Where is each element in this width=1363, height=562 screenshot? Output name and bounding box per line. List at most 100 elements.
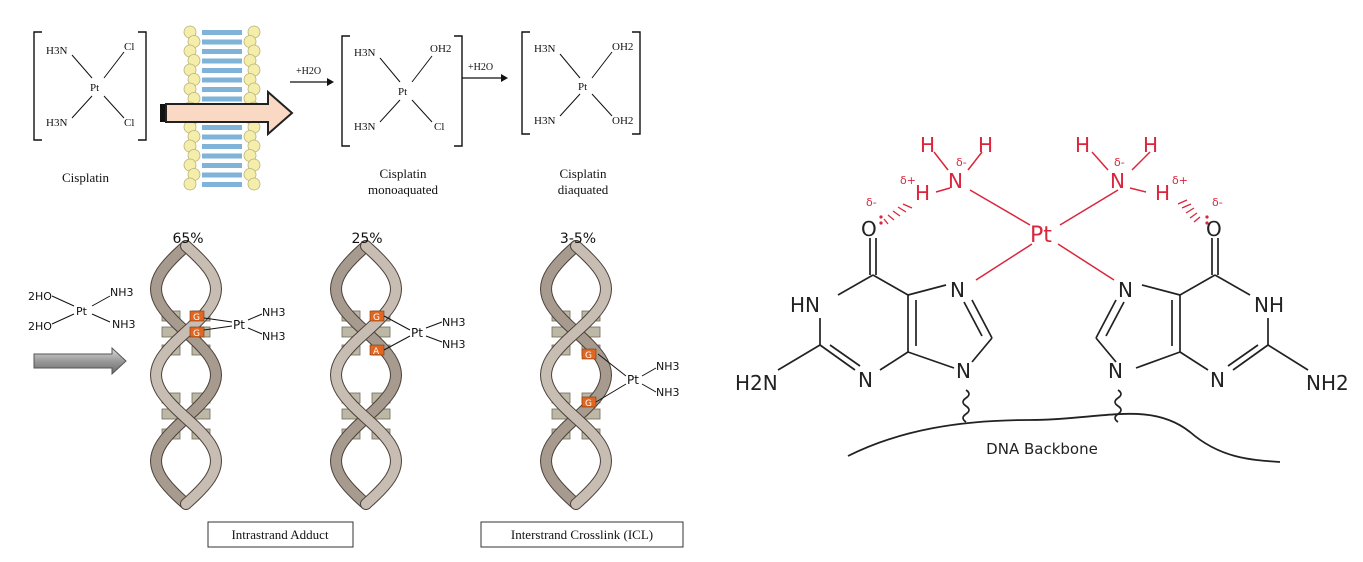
- dna-helix-intrastrand-ga: GA: [329, 240, 403, 510]
- helix3-nh3-bottom: NH3: [656, 386, 680, 399]
- left-amine-delta-h: δ+: [900, 174, 916, 187]
- monoaquated-structure: H3N OH2 Pt H3N Cl Cisplatin monoaquated: [341, 35, 463, 197]
- gray-arrow: [33, 346, 127, 376]
- cisplatin-h3n-top: H3N: [46, 45, 67, 57]
- left-guanine-amino: H2N: [735, 371, 778, 395]
- lipid-tail: [202, 68, 242, 73]
- cisplatin-cl-top: Cl: [124, 41, 134, 53]
- hydration-arrow-1: +H2O: [290, 66, 334, 86]
- mono-pt: Pt: [398, 86, 407, 98]
- membrane-transport-arrow: [160, 89, 294, 137]
- strand-outline: [539, 240, 613, 510]
- right-amine-h-right: H: [1143, 133, 1158, 157]
- helix1-pt: Pt: [233, 318, 245, 332]
- right-oxygen-delta: δ-: [1212, 196, 1223, 209]
- helix2-nh3-bottom: NH3: [442, 338, 466, 351]
- complex-nh3-bottom: NH3: [112, 318, 136, 331]
- label-intrastrand-adduct: Intrastrand Adduct: [231, 527, 329, 542]
- strand-front: [330, 241, 402, 509]
- percent-65: 65%: [172, 231, 203, 247]
- helix2-pt: Pt: [411, 326, 423, 340]
- label-interstrand-crosslink: Interstrand Crosslink (ICL): [511, 527, 653, 542]
- right-amine-delta-n: δ-: [1114, 156, 1125, 169]
- right-amine-h-lower: H: [1155, 181, 1170, 205]
- strand-outline: [329, 240, 403, 510]
- di-oh2-top: OH2: [612, 41, 633, 53]
- strand-outline: [329, 240, 403, 510]
- di-caption-1: Cisplatin: [560, 166, 607, 181]
- helix3-pt: Pt: [627, 373, 639, 387]
- dna-helix-interstrand: GG: [539, 240, 613, 510]
- diaquated-structure: H3N OH2 Pt H3N OH2 Cisplatin diaquated: [521, 31, 641, 197]
- left-amine-h-right: H: [978, 133, 993, 157]
- mono-h3n-bottom: H3N: [354, 121, 375, 133]
- helix1-nh3-bottom: NH3: [262, 330, 286, 343]
- percent-25: 25%: [351, 231, 382, 247]
- right-amine-n: N: [1110, 169, 1125, 193]
- adduct-pt: Pt: [1030, 223, 1052, 248]
- complex-nh3-top: NH3: [110, 286, 134, 299]
- right-guanine-n3: N: [1210, 368, 1225, 392]
- cisplatin-h3n-bottom: H3N: [46, 117, 67, 129]
- modified-base-label: G: [585, 399, 592, 409]
- di-oh2-bottom: OH2: [612, 115, 633, 127]
- lipid-tail: [202, 134, 242, 140]
- modified-base-label: G: [585, 351, 592, 361]
- strand-outline: [149, 240, 223, 510]
- dna-backbone-label: DNA Backbone: [986, 440, 1098, 458]
- left-guanine-n9: N: [956, 359, 971, 383]
- modified-base-label: G: [193, 313, 200, 323]
- helix1-nh3-top: NH3: [262, 306, 286, 319]
- percent-3-5: 3-5%: [560, 231, 596, 247]
- mono-caption-1: Cisplatin: [380, 166, 427, 181]
- left-guanine-hn: HN: [790, 293, 820, 317]
- lipid-tail: [202, 125, 242, 130]
- lipid-tail: [202, 49, 242, 54]
- left-amine-delta-n: δ-: [956, 156, 967, 169]
- lipid-tail: [202, 77, 242, 83]
- left-amine-h-lower: H: [915, 181, 930, 205]
- dna-helix-intrastrand-gg: GG: [149, 240, 223, 510]
- right-amine-h-left: H: [1075, 133, 1090, 157]
- strand-outline: [539, 240, 613, 510]
- mono-cl-bottom: Cl: [434, 121, 444, 133]
- di-h3n-bottom: H3N: [534, 115, 555, 127]
- strand-front: [150, 241, 222, 509]
- left-guanine-n7: N: [950, 278, 965, 302]
- lipid-tail: [202, 39, 242, 45]
- left-amine-n: N: [948, 169, 963, 193]
- lipid-tail: [202, 30, 242, 35]
- left-oxygen-delta: δ-: [866, 196, 877, 209]
- lipid-head: [183, 177, 197, 191]
- hydration-arrow-2: +H2O: [462, 62, 508, 82]
- cisplatin-cl-bottom: Cl: [124, 117, 134, 129]
- modified-base: [581, 348, 597, 360]
- di-caption-2: diaquated: [558, 182, 609, 197]
- right-guanine-n7: N: [1118, 278, 1133, 302]
- di-pt: Pt: [578, 81, 587, 93]
- modified-base: [189, 326, 205, 338]
- lipid-head: [247, 177, 261, 191]
- lipid-tail: [202, 96, 242, 102]
- modified-base: [189, 310, 205, 322]
- left-guanine-n3: N: [858, 368, 873, 392]
- hydration-label-1: +H2O: [296, 66, 321, 77]
- helix3-nh3-top: NH3: [656, 360, 680, 373]
- modified-base-label: G: [373, 313, 380, 323]
- lipid-tail: [202, 182, 242, 187]
- guanine-pt-adduct: Pt H H N H δ- δ+ H H N H δ- δ+ δ- δ- O O: [735, 133, 1349, 463]
- left-oxygen: O: [861, 217, 877, 241]
- complex-pt: Pt: [76, 305, 88, 318]
- cisplatin-caption: Cisplatin: [62, 170, 109, 185]
- strand-outline: [149, 240, 223, 510]
- aquated-complex: 2HO 2HO Pt NH3 NH3: [28, 286, 136, 333]
- strand-back: [150, 241, 222, 509]
- lipid-tail: [202, 172, 242, 178]
- strand-back: [330, 241, 402, 509]
- right-guanine-amino: NH2: [1306, 371, 1349, 395]
- dna-backbone-curve: [847, 412, 1281, 463]
- cisplatin-structure: H3N Cl Pt H3N Cl Cisplatin: [33, 31, 147, 185]
- lipid-tail: [202, 58, 242, 64]
- mono-h3n-top: H3N: [354, 47, 375, 59]
- right-amine-delta-h: δ+: [1172, 174, 1188, 187]
